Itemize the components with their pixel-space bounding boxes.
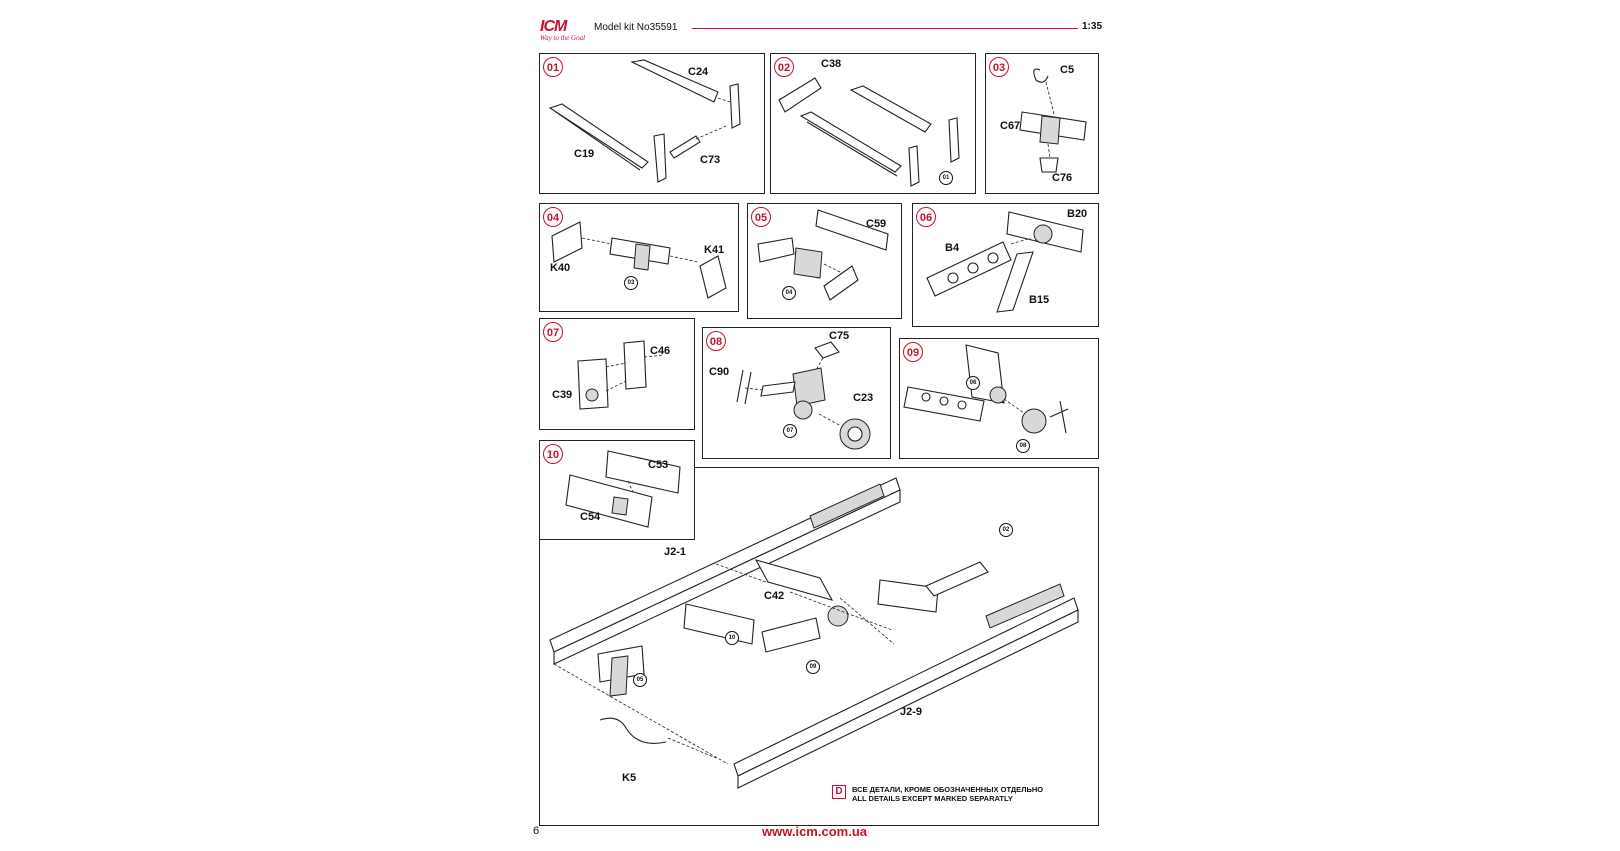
- part-label: C73: [700, 154, 721, 166]
- step-08-panel: 08 C75 C90 C23 07: [702, 327, 891, 459]
- brand-mark: ICM: [540, 18, 567, 35]
- step-number: 05: [751, 207, 771, 227]
- step-reference: 02: [999, 523, 1013, 537]
- part-label: J2-9: [900, 706, 923, 718]
- note-marker: D: [832, 785, 846, 799]
- step-07-drawing: [577, 340, 665, 410]
- step-11-panel: 11 J2-1 C42 J2-9 K5 02 10 09 05 D ВСЕ ДЕ…: [539, 467, 1099, 826]
- step-number: 08: [706, 331, 726, 351]
- brand-tagline: Way to the Goal: [540, 34, 586, 42]
- step-05-panel: 05 C59 04: [747, 203, 902, 319]
- part-label: K40: [550, 262, 571, 274]
- step-reference: 06: [966, 376, 980, 390]
- step-number: 01: [543, 57, 563, 77]
- step-10-panel: 10 C53 C54: [539, 440, 695, 540]
- website-url: www.icm.com.ua: [762, 824, 867, 839]
- page-number: 6: [533, 825, 540, 837]
- step-reference: 01: [939, 171, 953, 185]
- part-label: C90: [709, 366, 730, 378]
- step-03-panel: 03 C5 C67 C76: [985, 53, 1099, 194]
- step-01-drawing: [548, 59, 741, 183]
- step-number: 10: [543, 444, 563, 464]
- step-number: 03: [989, 57, 1009, 77]
- step-reference: 05: [633, 673, 647, 687]
- step-06-panel: 06 B20 B4 B15: [912, 203, 1099, 327]
- step-01-panel: 01 C24 C19 C73: [539, 53, 765, 194]
- step-10-drawing: [565, 450, 681, 528]
- step-09-panel: 09 06 08: [899, 338, 1099, 459]
- part-label: K41: [704, 244, 725, 256]
- step-number: 02: [774, 57, 794, 77]
- part-label: C23: [853, 392, 874, 404]
- part-label: C59: [866, 218, 887, 230]
- step-02-drawing: [778, 77, 960, 187]
- part-label: C19: [574, 148, 595, 160]
- step-11-drawing: [549, 477, 1079, 789]
- step-07-panel: 07 C46 C39: [539, 318, 695, 430]
- part-label: C39: [552, 389, 573, 401]
- step-reference: 08: [1016, 439, 1030, 453]
- part-label: B15: [1029, 294, 1050, 306]
- part-label: C5: [1060, 64, 1075, 76]
- step-04-drawing: [551, 221, 727, 299]
- part-label: C76: [1052, 172, 1073, 184]
- part-label: K5: [622, 772, 637, 784]
- step-number: 07: [543, 322, 563, 342]
- part-label: B20: [1067, 208, 1088, 220]
- part-label: C53: [648, 459, 669, 471]
- step-04-panel: 04 K41 K40 03: [539, 203, 739, 312]
- step-number: 09: [903, 342, 923, 362]
- part-label: C42: [764, 590, 785, 602]
- part-label: C67: [1000, 120, 1021, 132]
- step-06-drawing: [926, 211, 1084, 313]
- step-08-drawing: [736, 341, 871, 450]
- step-reference: 07: [783, 424, 797, 438]
- header-rule: [692, 28, 1078, 29]
- step-reference: 03: [624, 276, 638, 290]
- kit-label: Model kit No35591: [594, 22, 678, 33]
- part-label: C75: [829, 330, 850, 342]
- note-text-en: ALL DETAILS EXCEPT MARKED SEPARATLY: [852, 794, 1013, 803]
- step-05-drawing: [757, 209, 889, 301]
- part-label: C38: [821, 58, 842, 70]
- step-reference: 09: [806, 660, 820, 674]
- step-09-drawing: [903, 344, 1069, 434]
- part-label: J2-1: [664, 546, 687, 558]
- note-text-ru: ВСЕ ДЕТАЛИ, КРОМЕ ОБОЗНАЧЕННЫХ ОТДЕЛЬНО: [852, 785, 1044, 794]
- part-label: C24: [688, 66, 709, 78]
- part-label: C46: [650, 345, 671, 357]
- icm-logo: ICM Way to the Goal: [540, 18, 588, 52]
- step-number: 06: [916, 207, 936, 227]
- part-label: C54: [580, 511, 601, 523]
- scale-label: 1:35: [1082, 21, 1103, 32]
- part-label: B4: [945, 242, 960, 254]
- step-reference: 10: [725, 631, 739, 645]
- step-03-drawing: [1019, 68, 1087, 173]
- step-number: 04: [543, 207, 563, 227]
- step-reference: 04: [782, 286, 796, 300]
- step-02-panel: 02 C38 01: [770, 53, 976, 194]
